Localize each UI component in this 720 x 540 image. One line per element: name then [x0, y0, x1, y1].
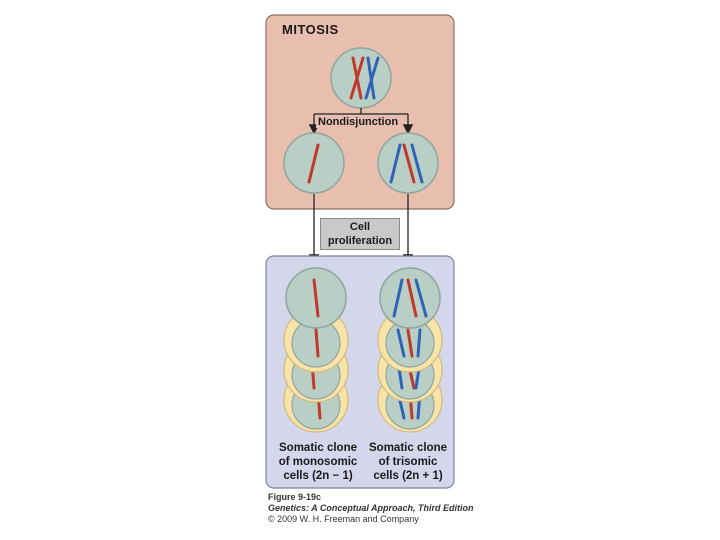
- monosomic-clone-stack: [283, 267, 349, 433]
- daughter-cell-monosomic: [283, 132, 345, 194]
- proliferation-box: Cell proliferation: [320, 218, 400, 250]
- trisomic-clone-stack: [377, 267, 443, 433]
- nondisjunction-arrows: [308, 108, 414, 135]
- proliferation-label-line2: proliferation: [327, 235, 393, 247]
- caption-line: Somatic clone: [279, 442, 357, 454]
- mitosis-title: MITOSIS: [282, 22, 339, 37]
- nondisjunction-label: Nondisjunction: [316, 116, 401, 128]
- daughter-cell-trisomic: [377, 132, 439, 194]
- caption-line: cells (2n + 1): [373, 470, 443, 482]
- caption-line: Somatic clone: [369, 442, 447, 454]
- caption-line: of monosomic: [278, 456, 358, 468]
- parent-cell: [330, 47, 392, 109]
- caption-line: cells (2n − 1): [283, 470, 353, 482]
- monosomic-caption: Somatic clone of monosomic cells (2n − 1…: [268, 441, 368, 483]
- book-title: Genetics: A Conceptual Approach, Third E…: [268, 503, 474, 513]
- trisomic-caption: Somatic clone of trisomic cells (2n + 1): [358, 441, 458, 483]
- caption-line: of trisomic: [378, 456, 438, 468]
- figure-number: Figure 9-19c: [268, 492, 322, 502]
- copyright-line: © 2009 W. H. Freeman and Company: [268, 514, 419, 524]
- proliferation-label-line1: Cell: [349, 221, 371, 233]
